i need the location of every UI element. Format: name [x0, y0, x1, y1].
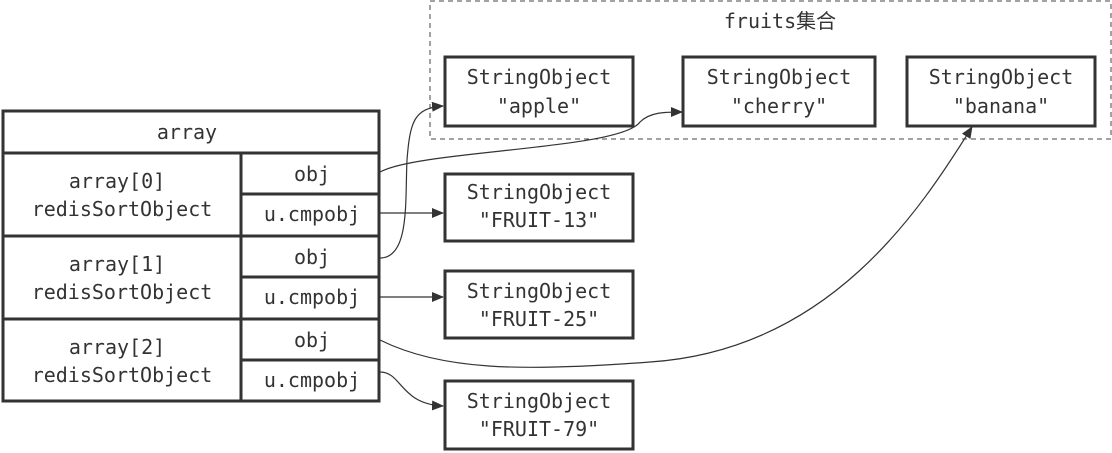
array-row-name: array[0] — [69, 169, 165, 193]
cmp-object-type: StringObject — [467, 389, 612, 413]
set-member-type: StringObject — [467, 65, 612, 89]
array-row-type: redisSortObject — [32, 197, 213, 221]
set-member-value: "cherry" — [731, 94, 827, 118]
cmpobj-field-label: u.cmpobj — [264, 202, 360, 226]
set-title: fruits集合 — [724, 9, 836, 33]
array-row-type: redisSortObject — [32, 363, 213, 387]
set-member-value: "apple" — [497, 94, 581, 118]
set-member-banana: StringObject "banana" — [905, 55, 1097, 128]
set-member-value: "banana" — [953, 94, 1049, 118]
cmp-object-value: "FRUIT-25" — [479, 307, 599, 331]
array-row-type: redisSortObject — [32, 280, 213, 304]
set-member-type: StringObject — [707, 65, 852, 89]
set-member-apple: StringObject "apple" — [443, 55, 635, 128]
cmp-object-fruit-79: StringObject "FRUIT-79" — [443, 379, 635, 451]
arrow-row2-obj-to-banana — [379, 126, 973, 369]
cmpobj-field-label: u.cmpobj — [264, 368, 360, 392]
arrow-row0-obj-to-cherry — [379, 107, 683, 173]
arrow-row2-cmpobj-to-fruit-79 — [379, 371, 444, 411]
cmp-object-value: "FRUIT-13" — [479, 208, 599, 232]
obj-field-label: obj — [294, 245, 330, 269]
obj-field-label: obj — [294, 328, 330, 352]
set-member-cherry: StringObject "cherry" — [681, 55, 877, 128]
fruits-set-container: fruits集合 — [429, 0, 1112, 140]
cmp-object-value: "FRUIT-79" — [479, 417, 599, 441]
cmp-object-type: StringObject — [467, 180, 612, 204]
array-title: array — [157, 120, 217, 144]
array-row-name: array[2] — [69, 335, 165, 359]
array-table: array array[0] redisSortObject obj u.cmp… — [1, 109, 381, 403]
cmpobj-field-label: u.cmpobj — [264, 285, 360, 309]
obj-field-label: obj — [294, 162, 330, 186]
cmp-object-fruit-25: StringObject "FRUIT-25" — [443, 269, 635, 340]
array-row-name: array[1] — [69, 252, 165, 276]
set-member-type: StringObject — [929, 65, 1074, 89]
cmp-object-fruit-13: StringObject "FRUIT-13" — [443, 172, 635, 243]
cmp-object-type: StringObject — [467, 279, 612, 303]
arrow-row1-obj-to-apple — [379, 101, 444, 259]
